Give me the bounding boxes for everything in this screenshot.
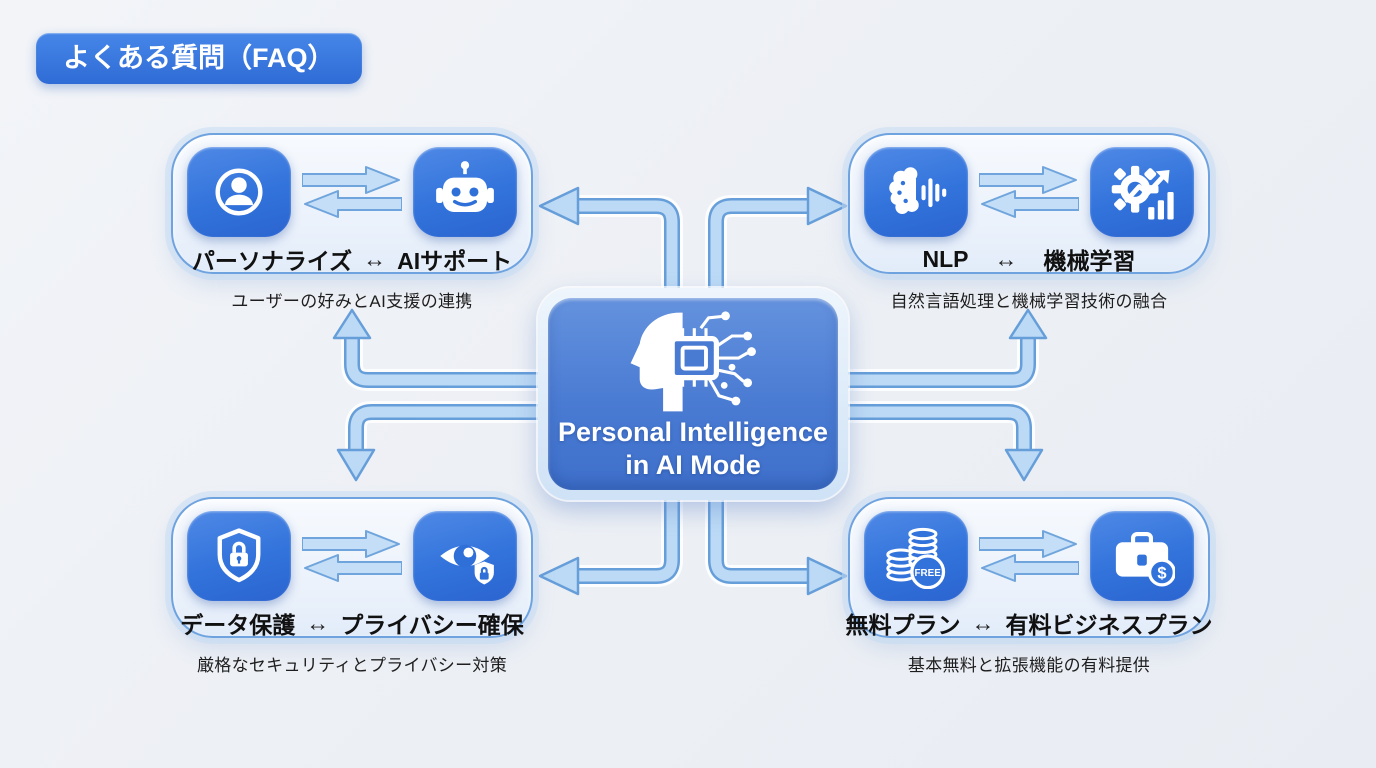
- quadrant-nlp-ml: NLP ↔ 機械学習 自然言語処理と機械学習技術の融合: [848, 133, 1210, 312]
- exchange-arrows-icon: [968, 166, 1090, 218]
- bidirectional-symbol: ↔: [306, 609, 330, 636]
- quadrant-subtitle: ユーザーの好みとAI支援の連携: [231, 292, 473, 311]
- quadrant-personalize: パーソナライズ ↔ AIサポート ユーザーの好みとAI支援の連携: [171, 133, 533, 312]
- term-1: データ保護: [180, 612, 296, 638]
- term-2: 機械学習: [1043, 248, 1136, 274]
- term-1: パーソナライズ: [191, 248, 353, 274]
- quadrant-subtitle: 基本無料と拡張機能の有料提供: [907, 656, 1151, 675]
- briefcase-dollar-icon: $: [1090, 511, 1194, 601]
- quadrant-subtitle: 自然言語処理と機械学習技術の融合: [890, 292, 1168, 311]
- robot-assistant-icon: [413, 147, 517, 237]
- term-2: 有料ビジネスプラン: [1005, 612, 1213, 638]
- dollar-symbol: $: [1157, 564, 1166, 582]
- term-2: プライバシー確保: [340, 612, 524, 638]
- shield-lock-icon: [187, 511, 291, 601]
- center-title: Personal Intelligence in AI Mode: [557, 417, 829, 480]
- quadrant-data-protection: データ保護 ↔ プライバシー確保 厳格なセキュリティとプライバシー対策: [171, 497, 533, 676]
- quadrant-box: FREE $: [846, 497, 1213, 640]
- quadrant-box: NLP ↔ 機械学習: [848, 133, 1210, 274]
- bidirectional-symbol: ↔: [994, 245, 1018, 272]
- quadrant-subtitle: 厳格なセキュリティとプライバシー対策: [196, 656, 508, 675]
- eye-privacy-icon: [413, 511, 517, 601]
- quadrant-box: パーソナライズ ↔ AIサポート: [171, 133, 533, 274]
- coins-free-icon: FREE: [864, 511, 968, 601]
- brain-voice-icon: [864, 147, 968, 237]
- faq-title-badge: よくある質問（FAQ）: [36, 33, 362, 84]
- bidirectional-symbol: ↔: [363, 245, 387, 272]
- quadrant-label: 無料プラン ↔ 有料ビジネスプラン: [846, 606, 1213, 640]
- exchange-arrows-icon: [291, 530, 413, 582]
- term-1: NLP: [922, 245, 969, 272]
- bidirectional-symbol: ↔: [971, 609, 995, 636]
- gear-analytics-icon: [1090, 147, 1194, 237]
- quadrant-label: データ保護 ↔ プライバシー確保: [180, 606, 524, 640]
- quadrant-label: パーソナライズ ↔ AIサポート: [192, 242, 512, 276]
- center-node: Personal Intelligence in AI Mode: [538, 288, 848, 500]
- quadrant-plans: FREE $: [846, 497, 1213, 676]
- quadrant-box: データ保護 ↔ プライバシー確保: [171, 497, 533, 638]
- free-badge-label: FREE: [915, 568, 942, 579]
- user-profile-icon: [187, 147, 291, 237]
- term-1: 無料プラン: [845, 612, 961, 638]
- quadrant-label: NLP ↔ 機械学習: [923, 242, 1136, 276]
- head-circuit-chip-icon: [630, 311, 756, 412]
- term-2: AIサポート: [397, 248, 513, 274]
- exchange-arrows-icon: [968, 530, 1090, 582]
- exchange-arrows-icon: [291, 166, 413, 218]
